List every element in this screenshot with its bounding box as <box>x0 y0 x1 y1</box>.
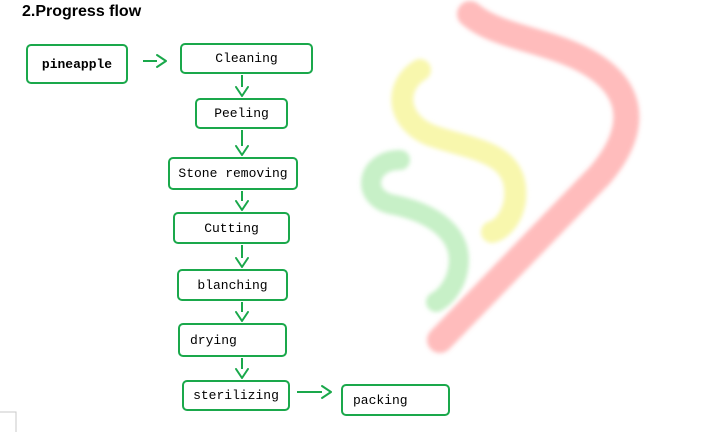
watermark-red-swoosh <box>427 1 640 353</box>
node-blanching: blanching <box>177 269 288 301</box>
node-cleaning: Cleaning <box>180 43 313 74</box>
arrow-pineapple-cleaning <box>143 54 167 68</box>
node-sterilizing: sterilizing <box>182 380 290 411</box>
arrow-sterilizing-packing <box>297 385 332 399</box>
node-packing: packing <box>341 384 450 416</box>
arrow-cutting-blanching <box>235 245 249 268</box>
arrow-cleaning-peeling <box>235 75 249 97</box>
node-peeling: Peeling <box>195 98 288 129</box>
watermark-logo <box>361 1 640 353</box>
watermark-green-swoosh <box>361 150 469 312</box>
page-title: 2.Progress flow <box>22 3 142 20</box>
corner-mark <box>0 411 17 432</box>
watermark-yellow-swoosh <box>391 59 527 243</box>
node-cutting: Cutting <box>173 212 290 244</box>
node-stone-removing: Stone removing <box>168 157 298 190</box>
arrow-drying-sterilizing <box>235 358 249 379</box>
edges-layer <box>143 54 332 399</box>
arrow-blanching-drying <box>235 302 249 322</box>
arrow-peeling-stone-removing <box>235 130 249 156</box>
arrow-stone-removing-cutting <box>235 191 249 211</box>
node-pineapple: pineapple <box>26 44 128 84</box>
node-drying: drying <box>178 323 287 357</box>
